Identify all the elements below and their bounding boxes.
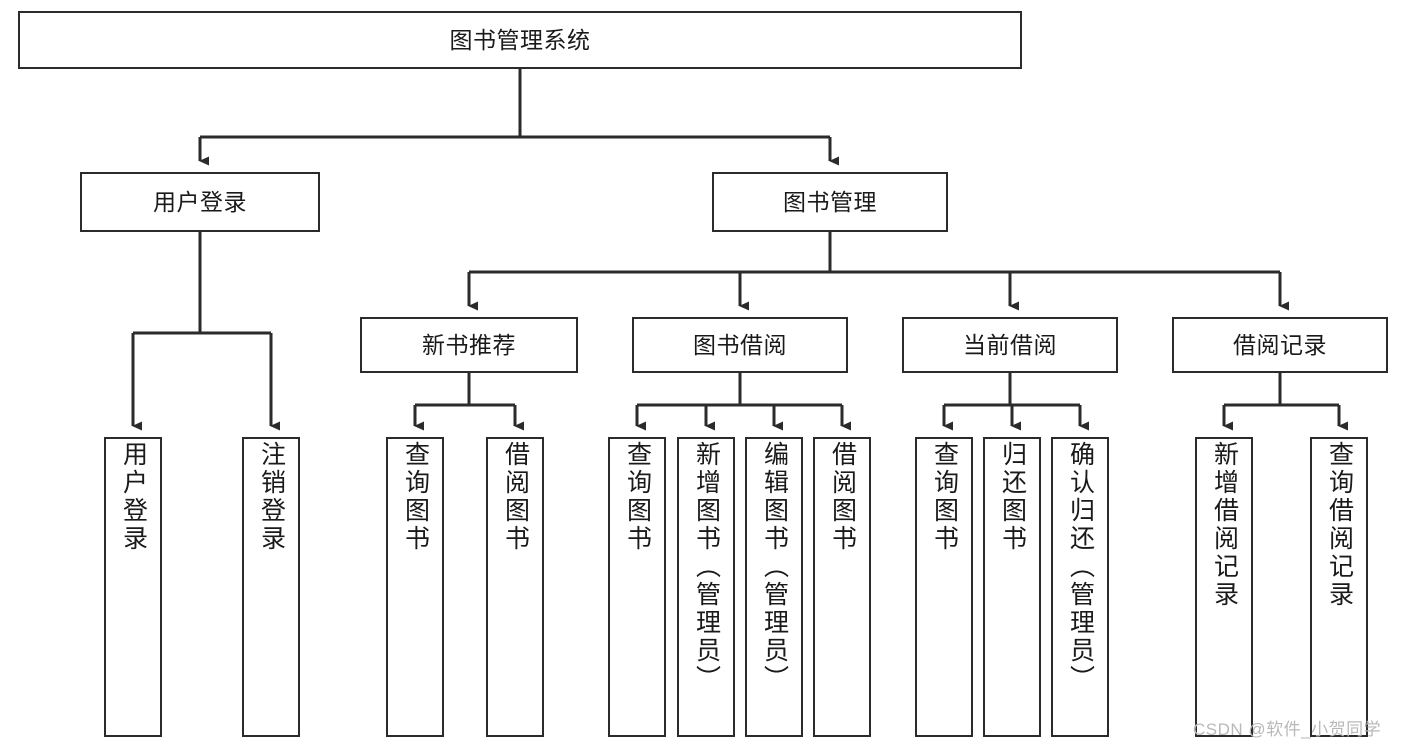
node-label-leaf-user-login: 用户登录 — [119, 441, 148, 553]
node-book-borrow[interactable]: 图书借阅 — [632, 317, 848, 373]
node-label-leaf-return-book: 归还图书 — [998, 441, 1027, 553]
node-leaf-add-record[interactable]: 新增借阅记录 — [1195, 437, 1253, 737]
node-label-leaf-query-book-2: 查询图书 — [623, 441, 652, 553]
node-leaf-edit-book[interactable]: 编辑图书（管理员） — [745, 437, 803, 737]
node-root[interactable]: 图书管理系统 — [18, 11, 1022, 69]
node-label-book-borrow: 图书借阅 — [693, 331, 787, 358]
node-book-manage[interactable]: 图书管理 — [712, 172, 948, 232]
node-label-leaf-query-record: 查询借阅记录 — [1325, 441, 1354, 609]
node-label-user-login: 用户登录 — [153, 188, 247, 215]
node-label-leaf-query-book-1: 查询图书 — [401, 441, 430, 553]
node-label-leaf-confirm-return: 确认归还（管理员） — [1066, 441, 1095, 693]
node-label-leaf-borrow-book-2: 借阅图书 — [828, 441, 857, 553]
node-leaf-borrow-book-2[interactable]: 借阅图书 — [813, 437, 871, 737]
node-leaf-query-book-3[interactable]: 查询图书 — [915, 437, 973, 737]
node-leaf-return-book[interactable]: 归还图书 — [983, 437, 1041, 737]
node-borrow-record[interactable]: 借阅记录 — [1172, 317, 1388, 373]
node-new-book-recommend[interactable]: 新书推荐 — [360, 317, 578, 373]
node-label-leaf-borrow-book-1: 借阅图书 — [501, 441, 530, 553]
node-leaf-user-login[interactable]: 用户登录 — [104, 437, 162, 737]
node-current-borrow[interactable]: 当前借阅 — [902, 317, 1118, 373]
node-leaf-confirm-return[interactable]: 确认归还（管理员） — [1051, 437, 1109, 737]
node-label-leaf-add-book: 新增图书（管理员） — [692, 441, 721, 693]
node-leaf-query-book-1[interactable]: 查询图书 — [386, 437, 444, 737]
node-label-book-manage: 图书管理 — [783, 188, 877, 215]
node-user-login[interactable]: 用户登录 — [80, 172, 320, 232]
node-leaf-query-record[interactable]: 查询借阅记录 — [1310, 437, 1368, 737]
node-label-leaf-logout: 注销登录 — [257, 441, 286, 553]
node-leaf-logout[interactable]: 注销登录 — [242, 437, 300, 737]
node-leaf-add-book[interactable]: 新增图书（管理员） — [677, 437, 735, 737]
node-label-leaf-add-record: 新增借阅记录 — [1210, 441, 1239, 609]
watermark-text: CSDN @软件_小贺同学 — [1193, 720, 1382, 739]
node-leaf-query-book-2[interactable]: 查询图书 — [608, 437, 666, 737]
node-label-leaf-query-book-3: 查询图书 — [930, 441, 959, 553]
node-label-root: 图书管理系统 — [449, 26, 591, 53]
node-label-current-borrow: 当前借阅 — [963, 331, 1057, 358]
node-label-leaf-edit-book: 编辑图书（管理员） — [760, 441, 789, 693]
node-leaf-borrow-book-1[interactable]: 借阅图书 — [486, 437, 544, 737]
node-label-borrow-record: 借阅记录 — [1233, 331, 1327, 358]
node-label-new-book-recommend: 新书推荐 — [422, 331, 516, 358]
